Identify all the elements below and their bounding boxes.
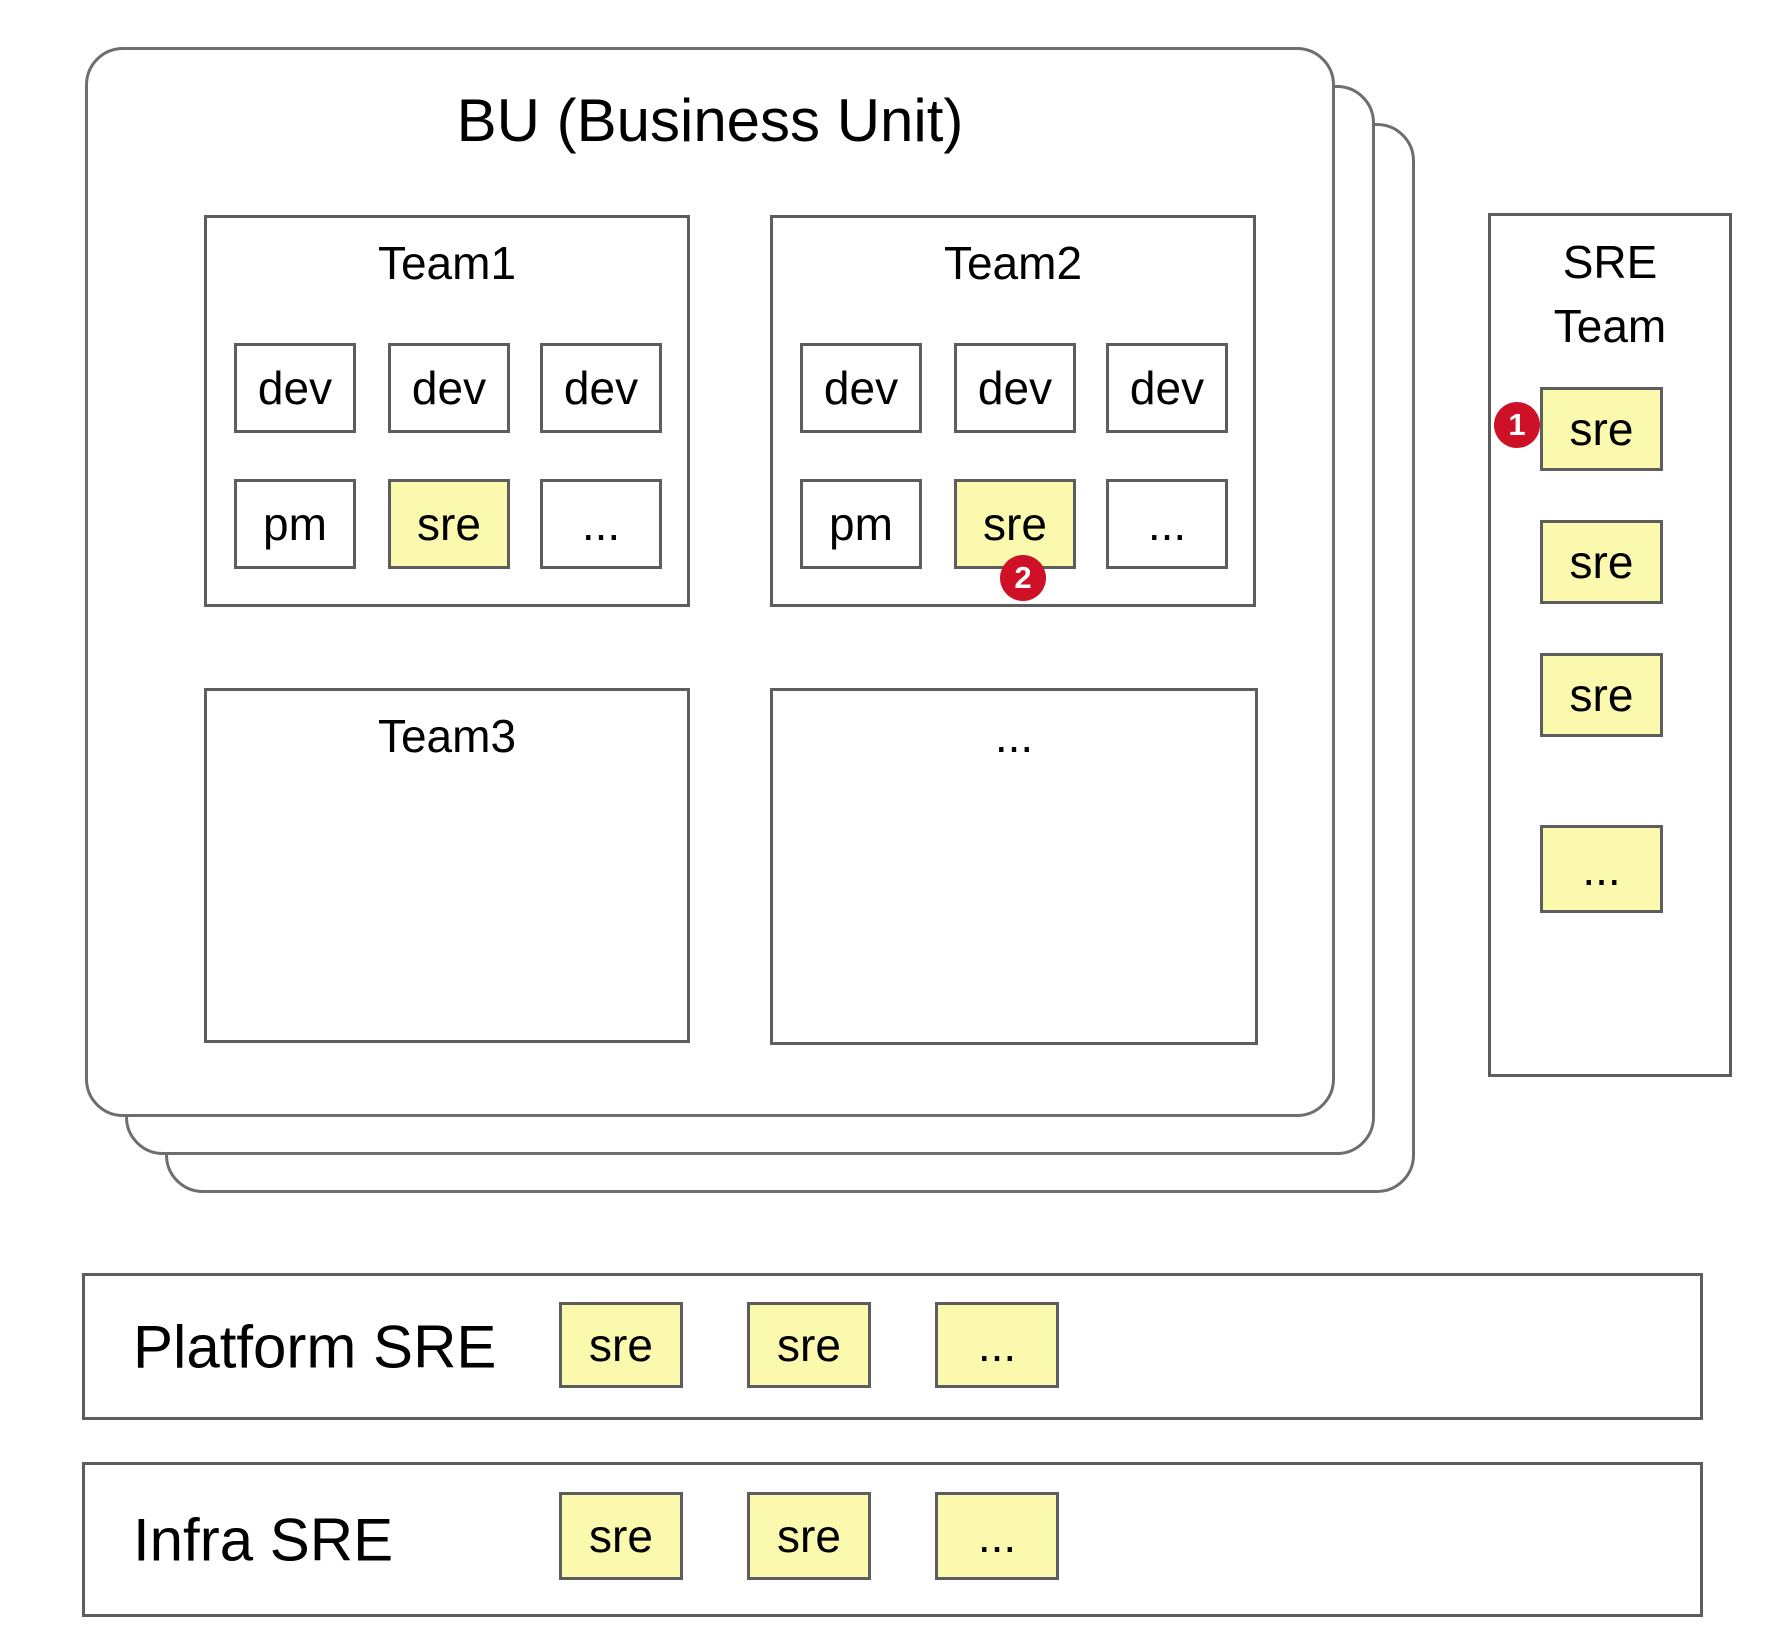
sre-team-member-cell: sre bbox=[1540, 653, 1663, 737]
team3-title: Team3 bbox=[377, 710, 517, 762]
team1-box: Team1 dev dev dev pm sre ... bbox=[204, 215, 690, 607]
sre-team-title: SRE Team bbox=[1491, 230, 1729, 359]
infra-sre-member-cell: sre bbox=[559, 1492, 683, 1580]
sre-team-member-cell: sre bbox=[1540, 387, 1663, 471]
team1-more-cell: ... bbox=[540, 479, 662, 569]
platform-sre-label: Platform SRE bbox=[133, 1313, 497, 1380]
team1-sre-cell: sre bbox=[388, 479, 510, 569]
team3-box: Team3 bbox=[204, 688, 690, 1043]
sre-team-member-cell: sre bbox=[1540, 520, 1663, 604]
callout-badge-1: 1 bbox=[1494, 402, 1540, 448]
team2-title: Team2 bbox=[943, 237, 1083, 289]
team-more-box: ... bbox=[770, 688, 1258, 1045]
team2-box: Team2 dev dev dev pm sre ... bbox=[770, 215, 1256, 607]
team2-dev-cell: dev bbox=[800, 343, 922, 433]
platform-sre-bar: Platform SRE sre sre ... bbox=[82, 1273, 1703, 1420]
bu-container: BU (Business Unit) Team1 dev dev dev pm … bbox=[85, 47, 1335, 1117]
team1-dev-cell: dev bbox=[234, 343, 356, 433]
callout-badge-2: 2 bbox=[1000, 555, 1046, 601]
team1-dev-cell: dev bbox=[388, 343, 510, 433]
team1-pm-cell: pm bbox=[234, 479, 356, 569]
team1-title: Team1 bbox=[377, 237, 517, 289]
infra-sre-more-cell: ... bbox=[935, 1492, 1059, 1580]
team2-pm-cell: pm bbox=[800, 479, 922, 569]
team1-dev-cell: dev bbox=[540, 343, 662, 433]
sre-team-title-line2: Team bbox=[1553, 300, 1667, 353]
platform-sre-member-cell: sre bbox=[559, 1302, 683, 1388]
sre-team-more-cell: ... bbox=[1540, 825, 1663, 913]
infra-sre-label: Infra SRE bbox=[133, 1506, 394, 1573]
platform-sre-member-cell: sre bbox=[747, 1302, 871, 1388]
infra-sre-member-cell: sre bbox=[747, 1492, 871, 1580]
team-more-title: ... bbox=[994, 710, 1034, 762]
sre-team-title-line1: SRE bbox=[1562, 236, 1658, 288]
team2-more-cell: ... bbox=[1106, 479, 1228, 569]
sre-team-box: SRE Team sre sre sre ... bbox=[1488, 213, 1732, 1077]
infra-sre-bar: Infra SRE sre sre ... bbox=[82, 1462, 1703, 1617]
bu-title: BU (Business Unit) bbox=[456, 87, 964, 154]
team2-dev-cell: dev bbox=[954, 343, 1076, 433]
team2-dev-cell: dev bbox=[1106, 343, 1228, 433]
platform-sre-more-cell: ... bbox=[935, 1302, 1059, 1388]
